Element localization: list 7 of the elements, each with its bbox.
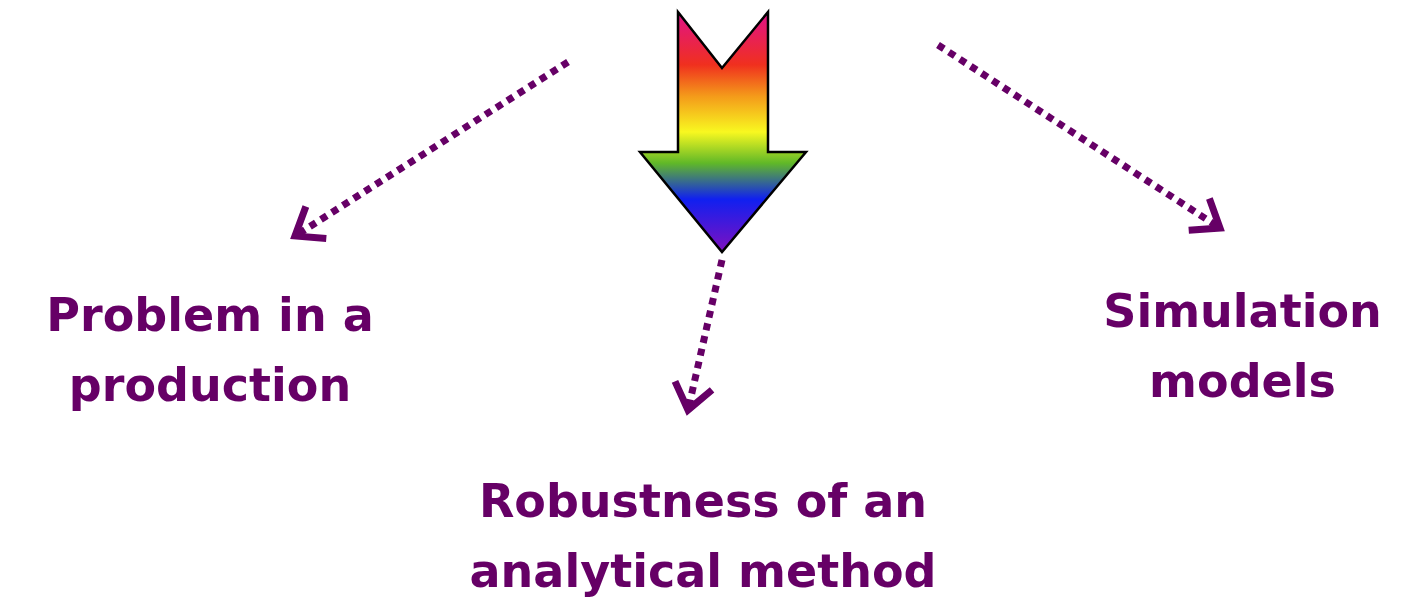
label-text: Simulation models bbox=[1102, 283, 1383, 410]
dotted-arrow bbox=[671, 259, 726, 414]
dotted-arrow bbox=[291, 59, 570, 243]
label-text: Problem in a production bbox=[45, 287, 375, 414]
label-text: Robustness of an analytical method bbox=[468, 473, 938, 600]
rainbow-arrow-icon bbox=[636, 8, 810, 256]
dotted-arrow bbox=[936, 42, 1224, 234]
